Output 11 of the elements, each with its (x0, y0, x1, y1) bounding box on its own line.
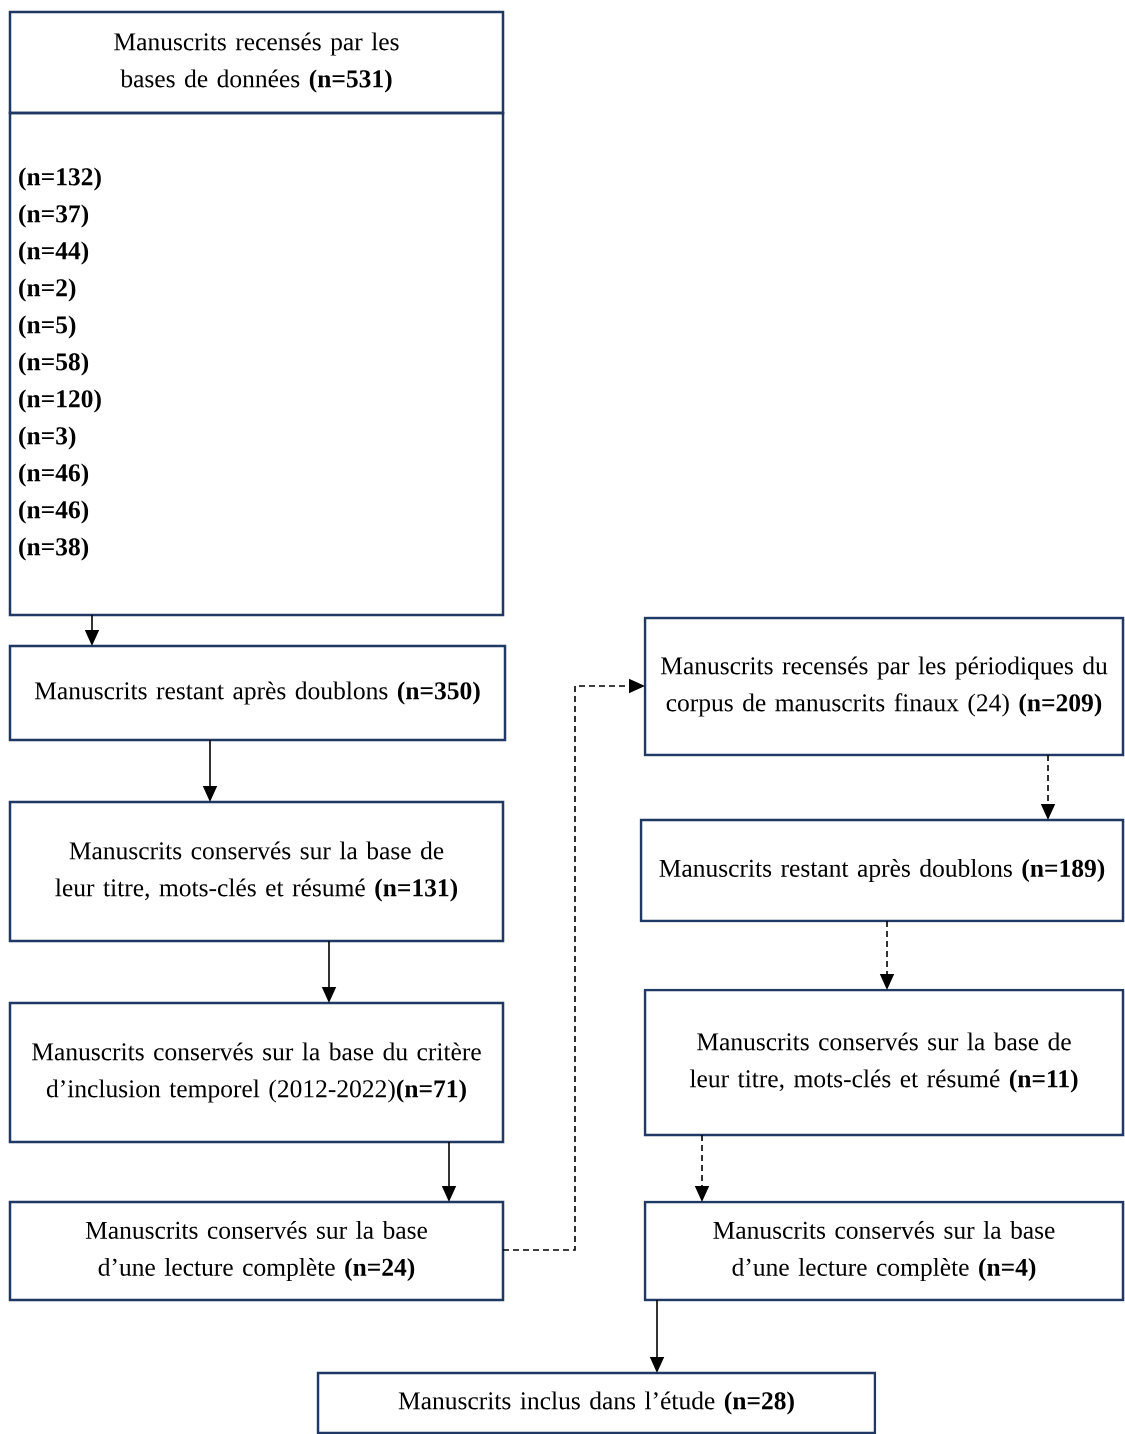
process-box: Manuscrits recensés par les périodiques du corpus de manuscrits finaux (24) (n=209) (643, 616, 1125, 757)
process-box: Manuscrits conservés sur la base d’une lecture complète (n=4) (643, 1200, 1125, 1302)
process-box: Manuscrits conservés sur la base de leur titre, mots-clés et résumé (n=11) (643, 988, 1125, 1137)
process-box: Manuscrits conservés sur la base du critère d’inclusion temporel (2012-2022)(n=71) (8, 1001, 505, 1144)
process-box: Manuscrits conservés sur la base de leur titre, mots-clés et résumé (n=131) (8, 800, 505, 943)
list-box: (n=132) (n=37) (n=44) (n=2) (n=5) (n=58) (n=120) (n=3) (n=46) (n=46) (n=38) (8, 111, 505, 617)
process-box: Manuscrits restant après doublons (n=189) (639, 818, 1125, 923)
process-box: Manuscrits restant après doublons (n=350) (8, 644, 507, 742)
process-box: Manuscrits conservés sur la base d’une lecture complète (n=24) (8, 1200, 505, 1302)
process-box: Manuscrits recensés par les bases de données (n=531) (8, 10, 505, 115)
process-box: Manuscrits inclus dans l’étude (n=28) (316, 1371, 877, 1434)
